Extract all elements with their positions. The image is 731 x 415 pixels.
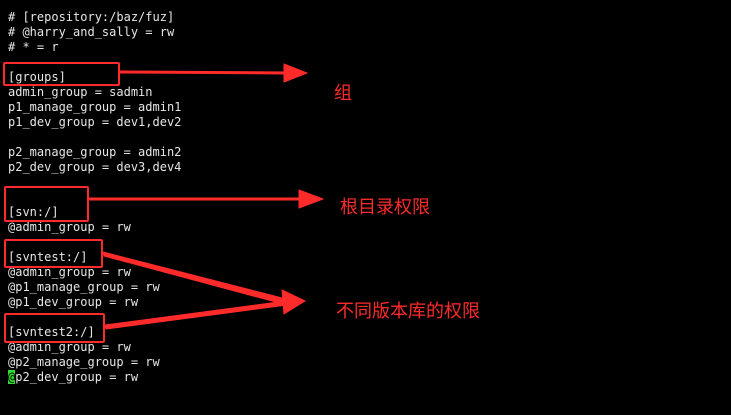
highlight-box-groups xyxy=(3,62,120,86)
terminal-line: [svntest:/] xyxy=(8,250,88,264)
arrow-groups xyxy=(119,70,291,75)
terminal-line: # [repository:/baz/fuz] xyxy=(8,10,175,24)
terminal-line: # * = r xyxy=(8,40,59,54)
terminal-line: @p2_manage_group = rw xyxy=(8,355,160,369)
arrow-head-repos xyxy=(281,289,306,315)
arrow-svntest2 xyxy=(104,300,288,330)
terminal-line: p2_manage_group = admin2 xyxy=(8,145,182,159)
terminal-line-text: p2_dev_group = rw xyxy=(15,370,139,384)
arrow-svntest xyxy=(102,251,291,306)
terminal-line: p2_dev_group = dev3,dev4 xyxy=(8,160,182,174)
highlight-box-svn-root xyxy=(4,186,89,222)
arrow-head-root xyxy=(298,189,324,209)
terminal-line: p1_dev_group = dev1,dev2 xyxy=(8,115,182,129)
terminal-line-last: @p2_dev_group = rw xyxy=(8,370,138,385)
terminal-line: @p1_dev_group = rw xyxy=(8,295,139,309)
terminal-line: p1_manage_group = admin1 xyxy=(8,100,182,114)
highlight-box-svntest xyxy=(4,239,103,268)
annotation-repo-permissions: 不同版本库的权限 xyxy=(336,301,480,322)
terminal-line: admin_group = sadmin xyxy=(8,85,153,99)
terminal-line: [groups] xyxy=(8,70,66,84)
terminal-line: @admin_group = rw xyxy=(8,340,131,354)
terminal-line: [svntest2:/] xyxy=(8,325,95,339)
terminal-cursor: @ xyxy=(8,370,16,384)
terminal-line: [svn:/] xyxy=(8,205,59,219)
terminal-line: # @harry_and_sally = rw xyxy=(8,25,175,39)
annotation-groups: 组 xyxy=(334,83,352,104)
terminal-line: @admin_group = rw xyxy=(8,265,131,279)
arrow-head-groups xyxy=(283,63,308,83)
terminal-line: @admin_group = rw xyxy=(8,220,131,234)
highlight-box-svntest2 xyxy=(4,313,105,343)
annotation-root-permissions: 根目录权限 xyxy=(340,197,430,218)
terminal-line: @p1_manage_group = rw xyxy=(8,280,160,294)
